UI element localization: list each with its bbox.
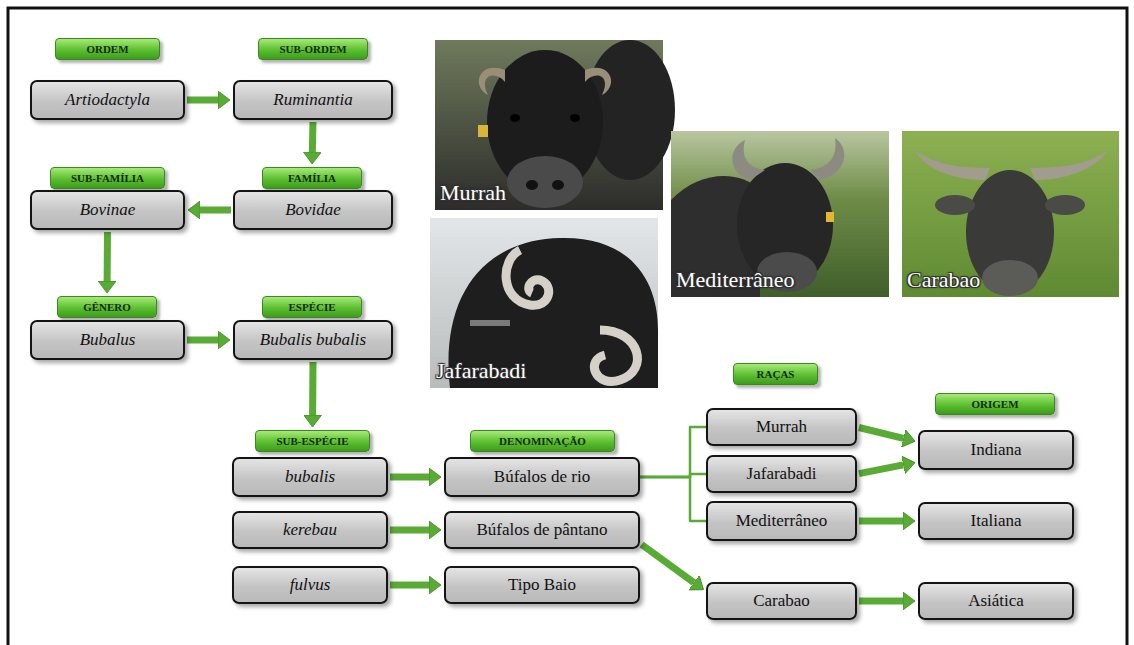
taxon-name: Mediterrâneo [736, 511, 828, 531]
rank-tag: SUB-ORDEM [258, 38, 368, 60]
taxon-box: Bovinae [30, 190, 185, 230]
bracket-line [640, 477, 706, 521]
block-arrow [187, 97, 218, 104]
rank-tag: FAMÍLIA [262, 167, 362, 189]
taxon-name: kerebau [283, 520, 337, 540]
taxon-name: Bubalis bubalis [260, 330, 366, 350]
taxon-box: Artiodactyla [30, 80, 185, 120]
taxon-box: Murrah [706, 408, 857, 446]
taxon-name: Carabao [753, 591, 810, 611]
rank-name: ORIGEM [971, 398, 1018, 410]
taxon-box: Bubalis bubalis [233, 320, 393, 360]
taxon-box: Búfalos de rio [444, 457, 640, 497]
rank-name: ESPÉCIE [288, 301, 335, 313]
taxon-name: Ruminantia [273, 90, 352, 110]
rank-name: GÊNERO [83, 301, 131, 313]
photo-label: Mediterrâneo [676, 267, 795, 293]
carabao-photo [902, 131, 1119, 297]
rank-tag: SUB-FAMÍLIA [50, 167, 165, 189]
rank-name: FAMÍLIA [288, 172, 336, 184]
frame [8, 8, 1127, 645]
block-arrow [390, 582, 429, 589]
taxon-name: Bubalus [80, 330, 136, 350]
taxon-box: Bovidae [233, 190, 393, 230]
taxon-name: Búfalos de rio [494, 467, 590, 487]
jafarabadi-photo [430, 218, 658, 388]
bracket-line [640, 427, 706, 477]
block-arrow [187, 337, 218, 344]
rank-tag: ORDEM [55, 38, 160, 60]
rank-tag: RAÇAS [733, 363, 818, 385]
block-arrow [642, 544, 694, 582]
taxon-box: Carabao [706, 582, 857, 620]
photo-label: Jafarabadi [436, 358, 526, 384]
rank-name: SUB-ESPÉCIE [276, 435, 348, 447]
block-arrow [309, 362, 316, 415]
rank-tag: GÊNERO [57, 296, 157, 318]
rank-tag: ESPÉCIE [262, 296, 362, 318]
block-arrow [859, 518, 903, 525]
rank-tag: ORIGEM [935, 393, 1055, 415]
rank-name: SUB-ORDEM [279, 43, 346, 55]
murrah-photo [435, 40, 675, 210]
rank-name: SUB-FAMÍLIA [71, 172, 144, 184]
mediterraneo-photo [671, 131, 889, 297]
taxon-box: Jafarabadi [706, 455, 857, 493]
rank-name: ORDEM [86, 43, 128, 55]
block-arrow [390, 527, 429, 534]
rank-name: RAÇAS [757, 368, 795, 380]
taxon-name: Bovinae [80, 200, 136, 220]
taxon-name: Artiodactyla [65, 90, 150, 110]
taxon-name: fulvus [290, 575, 331, 595]
taxon-box: Búfalos de pântano [444, 511, 640, 549]
block-arrow [859, 465, 903, 474]
taxon-name: Tipo Baio [508, 575, 576, 595]
block-arrow [104, 232, 111, 281]
taxon-box: Mediterrâneo [706, 501, 857, 541]
taxon-name: Murrah [756, 417, 807, 437]
taxon-box: Indiana [918, 430, 1074, 470]
taxon-box: Ruminantia [233, 80, 393, 120]
block-arrow [859, 598, 903, 605]
photo-label: Carabao [907, 267, 980, 293]
taxon-box: kerebau [232, 511, 388, 549]
taxon-name: Italiana [971, 511, 1022, 531]
taxon-name: Búfalos de pântano [476, 520, 607, 540]
taxon-box: Italiana [918, 502, 1074, 540]
taxon-box: Bubalus [30, 320, 185, 360]
taxon-name: Jafarabadi [747, 464, 817, 484]
block-arrow [200, 207, 231, 214]
taxon-name: Asiática [968, 591, 1024, 611]
block-arrow [390, 474, 429, 481]
block-arrow [309, 122, 317, 152]
taxon-box: Asiática [918, 582, 1074, 620]
block-arrow [859, 427, 903, 438]
taxon-name: Bovidae [285, 200, 341, 220]
rank-tag: DENOMINAÇÃO [470, 430, 615, 452]
taxon-box: fulvus [232, 566, 388, 604]
rank-tag: SUB-ESPÉCIE [255, 430, 370, 452]
taxon-box: Tipo Baio [444, 566, 640, 604]
taxon-name: bubalis [285, 467, 335, 487]
taxon-name: Indiana [971, 440, 1022, 460]
rank-name: DENOMINAÇÃO [499, 435, 586, 447]
photo-label: Murrah [440, 180, 506, 206]
taxon-box: bubalis [232, 457, 388, 497]
